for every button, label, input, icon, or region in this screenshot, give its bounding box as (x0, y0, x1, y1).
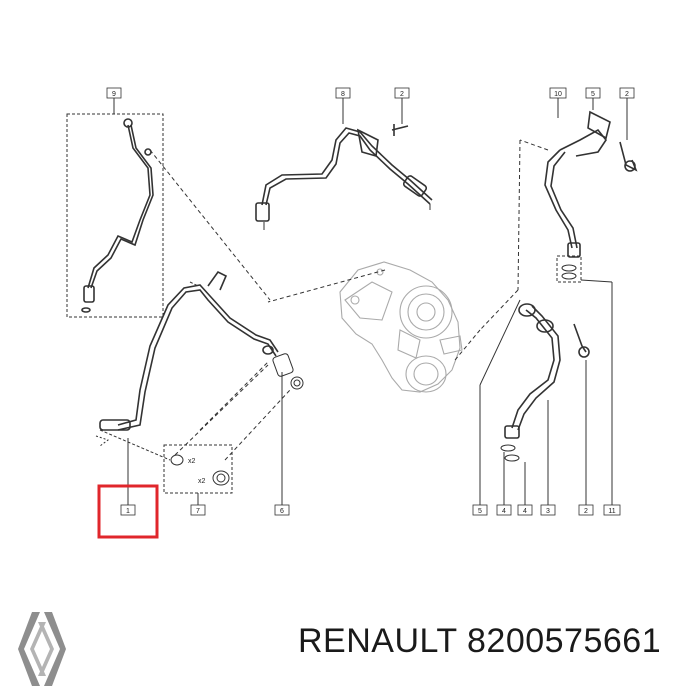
callout-1: 1 (126, 508, 130, 515)
part-1-oil-pipe (99, 270, 279, 431)
callout-2a-box (394, 87, 410, 99)
callout-10-box (549, 87, 567, 99)
callout-4b-box (517, 504, 533, 516)
brand-part-number: RENAULT 8200575661 (298, 622, 661, 661)
part-9-group-box (66, 113, 164, 318)
callout-8-box (335, 87, 351, 99)
callout-6-box (274, 504, 290, 516)
part-9-oil-pipe (81, 118, 154, 313)
part-10-oil-pipe (544, 110, 638, 258)
callout-5a: 5 (591, 91, 595, 98)
washer-fittings (95, 353, 304, 505)
callout-3: 3 (546, 508, 550, 515)
callout-4a: 4 (502, 508, 506, 515)
part-7-group-box (163, 444, 233, 494)
turbocharger-illustration (339, 261, 463, 393)
renault-diamond-logo (18, 612, 66, 686)
callout-9: 9 (112, 91, 116, 98)
callout-7-box (190, 504, 206, 516)
callout-11-box (603, 504, 621, 516)
callout-10: 10 (554, 91, 562, 98)
callout-5a-box (585, 87, 601, 99)
callout-4b: 4 (523, 508, 527, 515)
callout-8: 8 (341, 91, 345, 98)
callout-labels (106, 87, 635, 516)
part-number: 8200575661 (467, 622, 662, 660)
quantity-x2-lower: x2 (198, 478, 206, 485)
callout-5b: 5 (478, 508, 482, 515)
callout-5b-box (472, 504, 488, 516)
quantity-x2-upper: x2 (188, 458, 196, 465)
part-3-oil-pipe (504, 303, 590, 439)
callout-2a: 2 (400, 91, 404, 98)
callout-1-box (120, 504, 136, 516)
callout-11: 11 (608, 508, 615, 515)
callout-2b-box (619, 87, 635, 99)
callout-2c: 2 (584, 508, 588, 515)
brand-name: RENAULT (298, 622, 458, 660)
callout-7: 7 (196, 508, 200, 515)
callout-9-box (106, 87, 122, 99)
callout-3-box (540, 504, 556, 516)
part-8-oil-pipe (255, 124, 433, 222)
callout-2b: 2 (625, 91, 629, 98)
callout-2c-box (578, 504, 594, 516)
part-11-group-box (556, 255, 582, 283)
callout-4a-box (496, 504, 512, 516)
highlight-frame (97, 484, 159, 539)
callout-6: 6 (280, 508, 284, 515)
